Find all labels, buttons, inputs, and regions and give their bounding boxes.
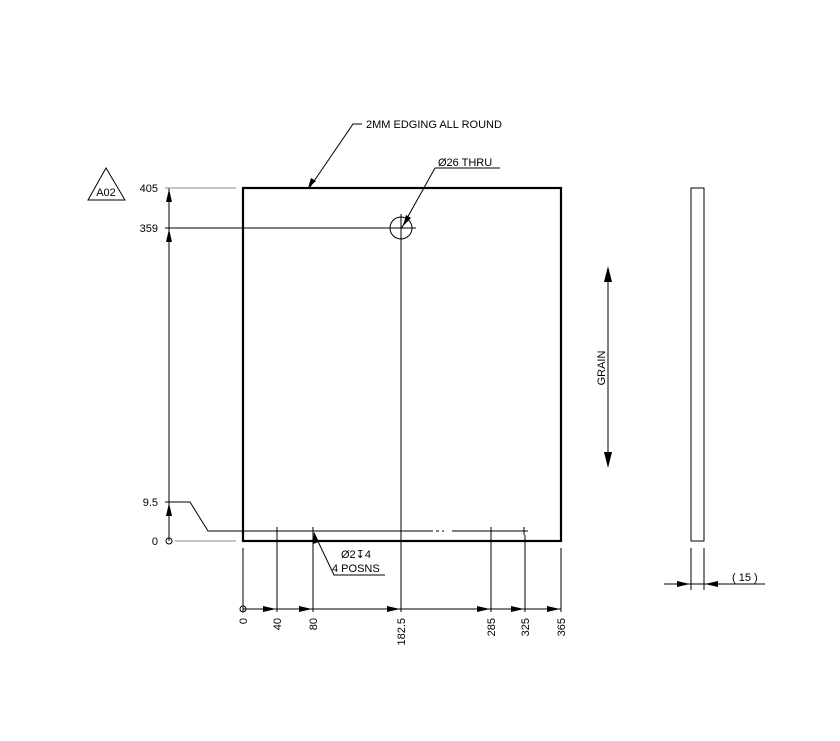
grain-label: GRAIN	[596, 351, 608, 386]
revision-tag-label: A02	[96, 187, 116, 199]
dim-405: 405	[140, 183, 158, 195]
dim-365: 365	[556, 618, 568, 636]
dim-40: 40	[272, 618, 284, 630]
dim-359: 359	[140, 223, 158, 235]
edging-callout: 2MM EDGING ALL ROUND	[308, 119, 502, 188]
panel-side-view	[690, 187, 705, 542]
small-holes	[276, 527, 528, 535]
edging-note: 2MM EDGING ALL ROUND	[366, 119, 502, 131]
grain-indicator: GRAIN	[596, 266, 612, 468]
dim-9-5: 9.5	[143, 497, 158, 509]
hole-note: Ø26 THRU	[438, 157, 492, 169]
hole-26	[386, 214, 416, 612]
revision-tag: A02	[87, 167, 126, 201]
dim-285: 285	[486, 618, 498, 636]
small-holes-note-1: Ø2↧4	[341, 549, 371, 561]
vertical-dimensions: 405 359 9.5 0	[140, 183, 430, 548]
dim-182-5: 182.5	[396, 618, 408, 646]
dim-80: 80	[308, 618, 320, 630]
hole-callout: Ø26 THRU	[400, 157, 500, 230]
panel-front-view	[241, 186, 563, 543]
small-holes-note-2: 4 POSNS	[332, 563, 380, 575]
thickness-label: ( 15 )	[732, 572, 758, 584]
thickness-dimension: ( 15 )	[664, 548, 765, 590]
horizontal-dimensions: 0 40 80 182.5 285 325 365	[238, 605, 568, 646]
dim-325: 325	[520, 618, 532, 636]
horizontal-extension-lines	[242, 535, 562, 612]
dim-0-v: 0	[152, 536, 158, 548]
small-holes-callout: Ø2↧4 4 POSNS	[313, 532, 385, 576]
dim-0-h: 0	[238, 618, 250, 624]
